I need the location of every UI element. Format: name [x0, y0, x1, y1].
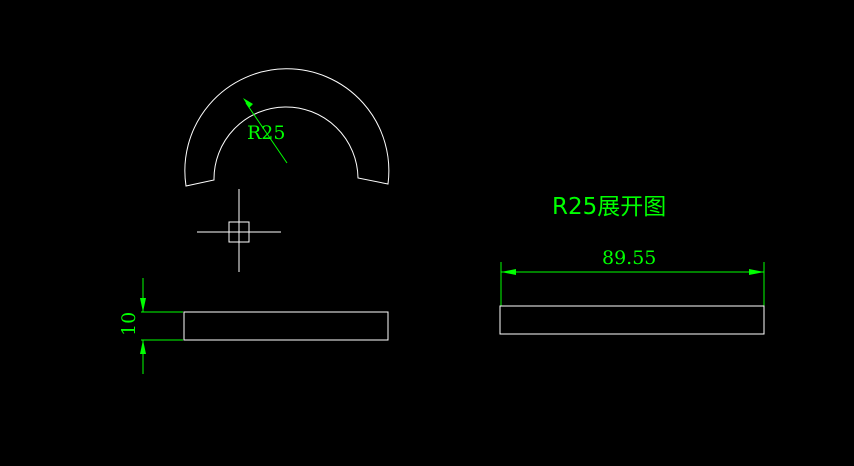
- length-label: 89.55: [602, 247, 656, 269]
- thickness-label: 10: [118, 312, 140, 336]
- radius-arrowhead: [243, 98, 253, 108]
- side-view-rectangle: [183, 311, 389, 341]
- length-arrow-left: [501, 269, 516, 275]
- thickness-arrow-top: [140, 298, 146, 312]
- flat-pattern-rectangle: [499, 305, 765, 335]
- crosshair-cursor-icon: [197, 189, 281, 272]
- radius-leader-line: [245, 102, 288, 164]
- radius-label: R25: [247, 122, 285, 144]
- arc-part-outline: [184, 68, 390, 187]
- thickness-arrow-bottom: [140, 340, 146, 354]
- flat-pattern-title: R25展开图: [552, 194, 666, 220]
- length-arrow-right: [749, 269, 764, 275]
